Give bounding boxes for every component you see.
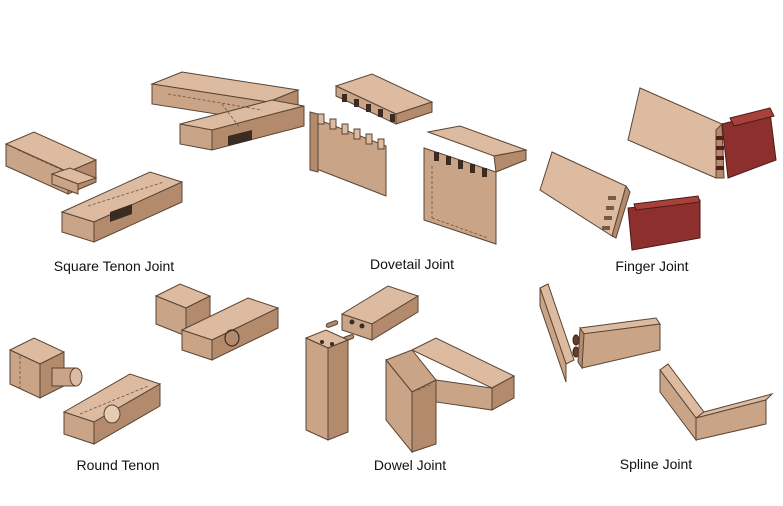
caption-round-tenon: Round Tenon bbox=[76, 457, 160, 473]
dowel-joint-figure bbox=[304, 285, 516, 454]
dovetail-joint-figure bbox=[309, 73, 528, 245]
caption-spline-joint: Spline Joint bbox=[619, 456, 693, 472]
caption-dowel-joint: Dowel Joint bbox=[373, 457, 447, 473]
square-tenon-joint-figure bbox=[4, 71, 305, 243]
caption-finger-joint: Finger Joint bbox=[615, 258, 689, 274]
caption-dovetail-joint: Dovetail Joint bbox=[369, 256, 455, 272]
finger-joint-figure bbox=[539, 87, 777, 251]
spline-joint-figure bbox=[539, 283, 774, 442]
round-tenon-figure bbox=[8, 283, 280, 445]
caption-square-tenon-joint: Square Tenon Joint bbox=[53, 258, 175, 274]
